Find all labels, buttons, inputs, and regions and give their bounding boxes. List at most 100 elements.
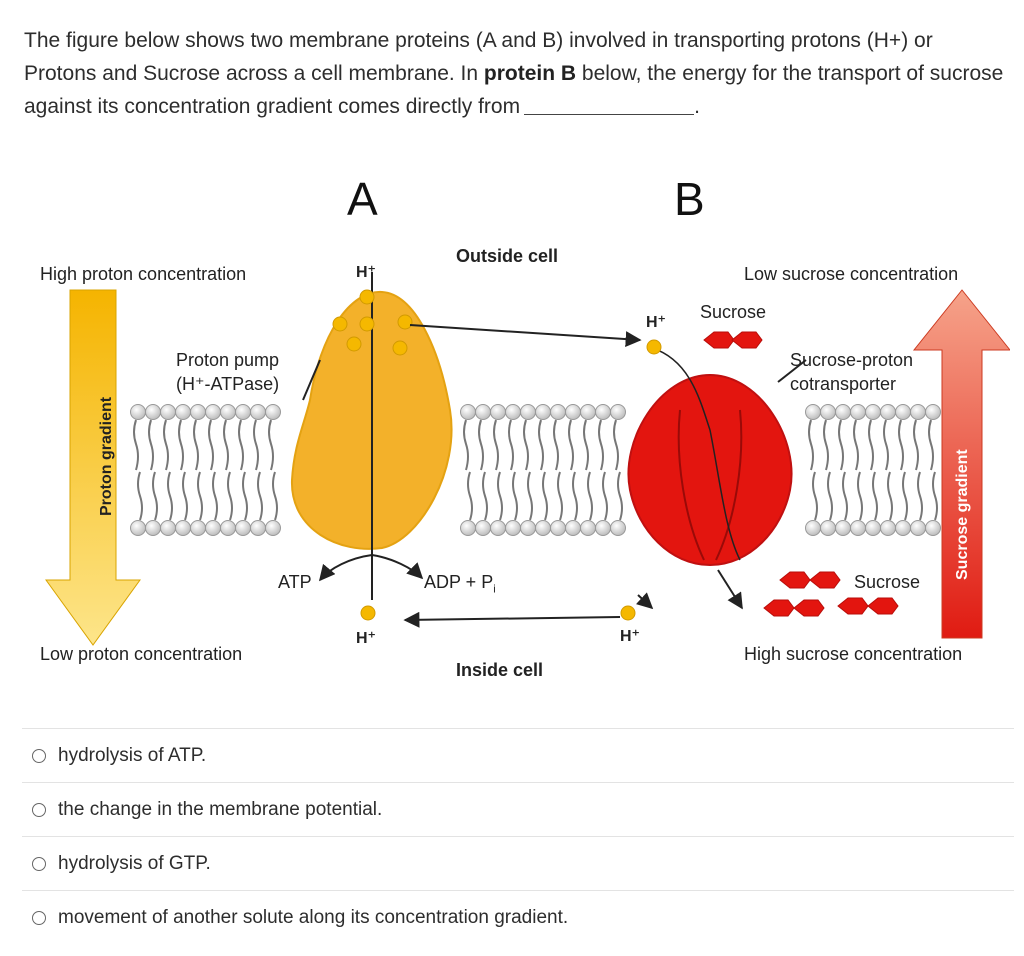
option-label: movement of another solute along its con… <box>58 906 569 928</box>
phospholipid-head <box>835 404 851 420</box>
phospholipid-head <box>895 404 911 420</box>
lipid-tail <box>182 471 188 521</box>
phospholipid-head <box>850 404 866 420</box>
lipid-tail <box>613 419 619 471</box>
lipid-tail <box>587 471 593 521</box>
lipid-tail <box>557 471 563 521</box>
lipid-tail <box>137 471 143 521</box>
radio-button[interactable] <box>32 856 46 871</box>
lipid-tail <box>583 419 589 471</box>
label-sucrose-top: Sucrose <box>700 302 767 322</box>
proton-outside-b <box>646 339 662 355</box>
option-atp-hydrolysis[interactable]: hydrolysis of ATP. <box>22 728 1014 782</box>
radio-button[interactable] <box>32 748 46 763</box>
label-sucrose-bottom: Sucrose <box>854 572 921 592</box>
phospholipid-head <box>910 520 926 536</box>
label-high-proton: High proton concentration <box>40 264 247 284</box>
radio-button[interactable] <box>32 910 46 925</box>
phospholipid-head <box>130 404 146 420</box>
lipid-tail <box>898 419 904 471</box>
lipid-tail <box>178 419 184 471</box>
lipid-tail <box>853 419 859 471</box>
lipid-tail <box>227 471 233 521</box>
phospholipid-head <box>145 404 161 420</box>
lipid-tail <box>478 419 484 471</box>
phospholipid-head <box>820 520 836 536</box>
phospholipid-head <box>925 520 941 536</box>
option-gtp-hydrolysis[interactable]: hydrolysis of GTP. <box>22 836 1014 890</box>
lipid-tail <box>197 471 203 521</box>
lipid-tail <box>512 471 518 521</box>
answer-options: hydrolysis of ATP. the change in the mem… <box>22 728 1014 944</box>
label-proton-gradient: Proton gradient <box>98 396 115 516</box>
lipid-tail <box>902 471 908 521</box>
label-h-plus-top: H⁺ <box>356 264 376 281</box>
label-h-plus-b-bottom: H⁺ <box>620 628 640 645</box>
lipid-tail <box>253 419 259 471</box>
lipid-tail <box>538 419 544 471</box>
phospholipid-head <box>265 404 281 420</box>
lipid-tail <box>598 419 604 471</box>
phospholipid-head <box>235 404 251 420</box>
lipid-tail <box>163 419 169 471</box>
option-membrane-potential[interactable]: the change in the membrane potential. <box>22 782 1014 836</box>
lipid-tail <box>872 471 878 521</box>
phospholipid-head <box>610 404 626 420</box>
phospholipid-head <box>190 520 206 536</box>
lipid-tail <box>883 419 889 471</box>
phospholipid-head <box>205 404 221 420</box>
phospholipid-head <box>250 520 266 536</box>
lipid-tail <box>152 471 158 521</box>
label-cotransporter: Sucrose-proton <box>790 350 914 370</box>
option-label: hydrolysis of ATP. <box>58 744 207 766</box>
lipid-tail <box>508 419 514 471</box>
lipid-tail <box>148 419 154 471</box>
lipid-tail <box>932 471 938 521</box>
phospholipid-head <box>235 520 251 536</box>
phospholipid-head <box>460 520 476 536</box>
lipid-tail <box>467 471 473 521</box>
sucrose-molecules <box>703 331 899 617</box>
option-solute-gradient[interactable]: movement of another solute along its con… <box>22 890 1014 944</box>
lipid-tail <box>823 419 829 471</box>
phospholipid-head <box>835 520 851 536</box>
lipid-tail <box>572 471 578 521</box>
question-part2: below, the energy for the transport of s… <box>24 62 1004 118</box>
phospholipid-head <box>850 520 866 536</box>
phospholipid-head <box>520 404 536 420</box>
lipid-tail <box>827 471 833 521</box>
phospholipid-head <box>925 404 941 420</box>
radio-button[interactable] <box>32 802 46 817</box>
answer-blank <box>524 94 695 115</box>
label-high-sucrose: High sucrose concentration <box>744 644 963 664</box>
phospholipid-head <box>265 520 281 536</box>
label-proton-pump-sub: (H⁺-ATPase) <box>176 374 280 394</box>
phospholipid-head <box>865 404 881 420</box>
label-adp-text: ADP + P <box>424 572 494 592</box>
lipid-tail <box>212 471 218 521</box>
label-protein-b: B <box>674 173 705 225</box>
phospholipid-head <box>565 404 581 420</box>
phospholipid-head <box>550 404 566 420</box>
phospholipid-head <box>895 520 911 536</box>
protons-outside-a <box>332 289 413 356</box>
phospholipid-head <box>175 404 191 420</box>
label-low-proton: Low proton concentration <box>40 644 243 664</box>
proton-inside-a <box>360 605 376 621</box>
lipid-tail <box>917 471 923 521</box>
lipid-tail <box>928 419 934 471</box>
label-outside-cell: Outside cell <box>456 246 559 266</box>
lipid-tail <box>238 419 244 471</box>
lipid-tail <box>808 419 814 471</box>
phospholipid-head <box>580 404 596 420</box>
lipid-tail <box>602 471 608 521</box>
phospholipid-head <box>490 404 506 420</box>
lipid-tail <box>617 471 623 521</box>
lipid-tail <box>208 419 214 471</box>
phospholipid-head <box>505 520 521 536</box>
lipid-tail <box>523 419 529 471</box>
lipid-tail <box>913 419 919 471</box>
question-text: The figure below shows two membrane prot… <box>24 24 1009 123</box>
label-protein-a: A <box>347 173 378 225</box>
phospholipid-head <box>535 520 551 536</box>
